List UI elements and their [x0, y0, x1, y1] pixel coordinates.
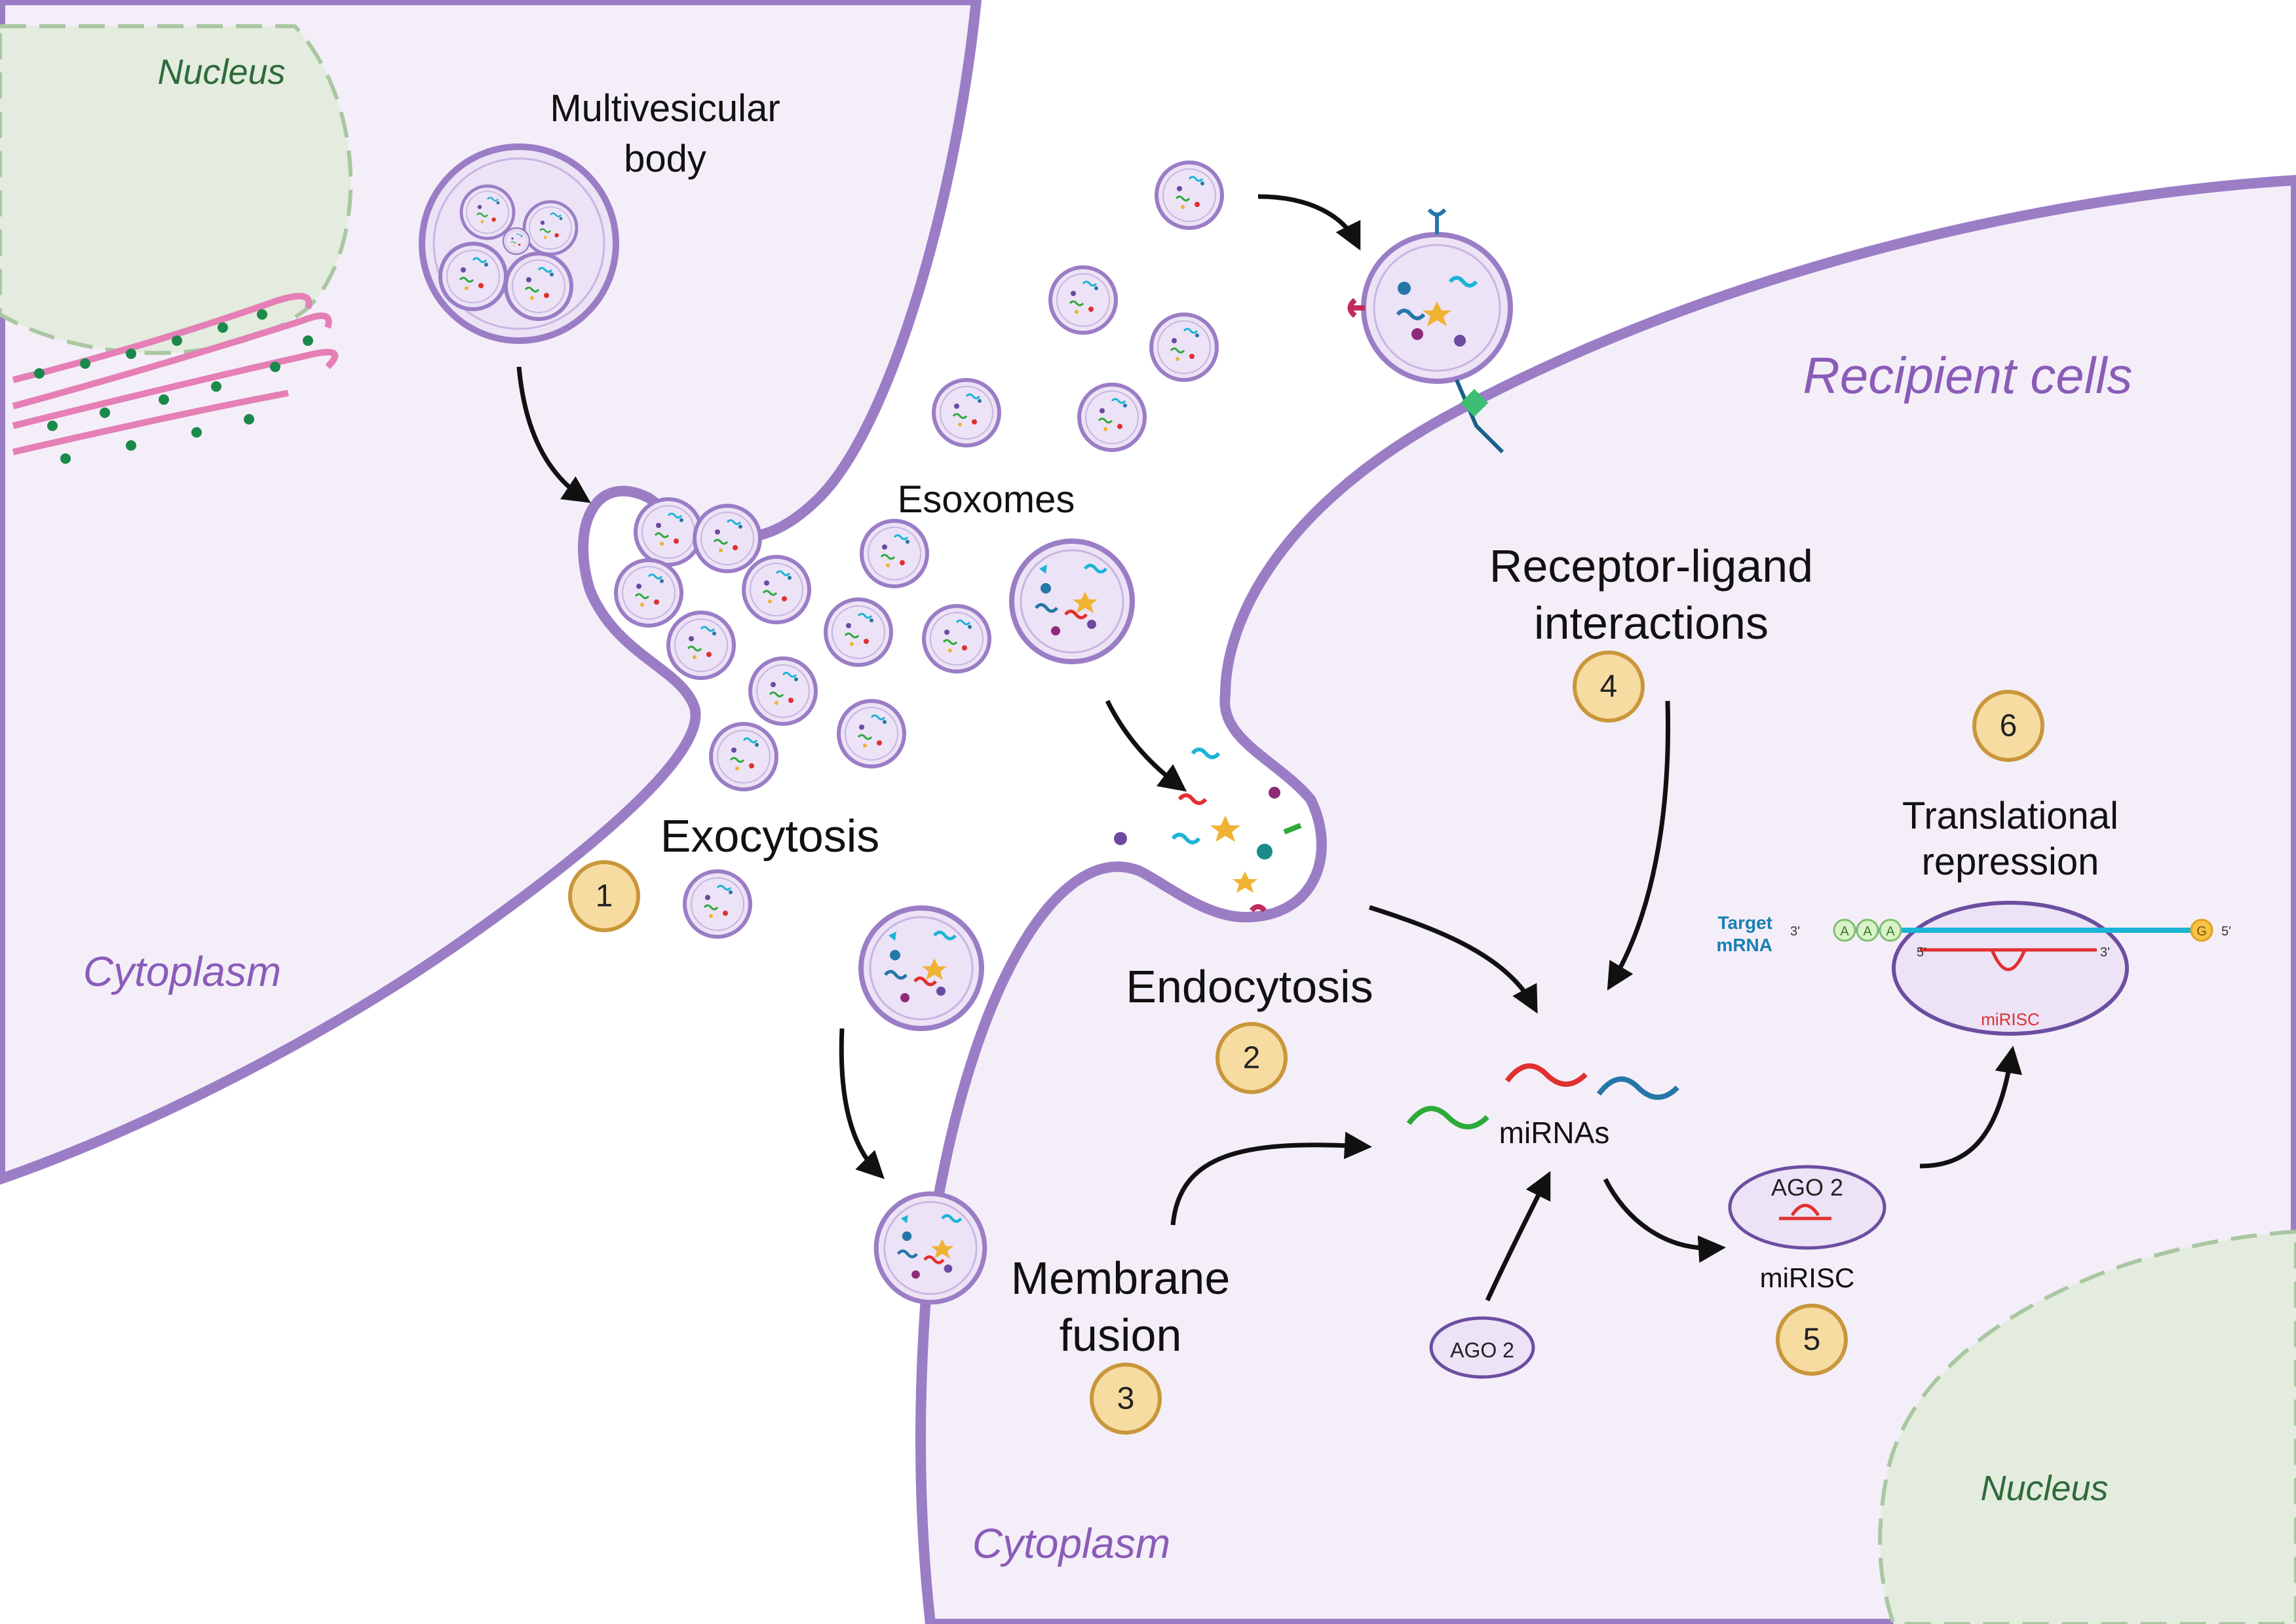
ago2-free-label: AGO 2	[1450, 1338, 1514, 1362]
mrna-three-prime: 3'	[1790, 924, 1800, 939]
step-1: 1	[568, 860, 640, 932]
cap-g: G	[2196, 924, 2207, 939]
translational-repression-label-1: Translational	[1902, 795, 2118, 837]
fusing-vesicle	[876, 1194, 985, 1302]
cytoplasm-bottom-label: Cytoplasm	[972, 1520, 1170, 1567]
exocytosis-label: Exocytosis	[660, 810, 880, 861]
target-mrna-label-2: mRNA	[1716, 935, 1772, 955]
ago2-complex-label: AGO 2	[1771, 1174, 1843, 1201]
step-5: 5	[1776, 1304, 1848, 1376]
mirisc-inner-label: miRISC	[1981, 1010, 2040, 1029]
ago2-complex: AGO 2	[1728, 1165, 1886, 1250]
mirisc-complex	[1833, 901, 2213, 1036]
esoxomes-label: Esoxomes	[898, 478, 1075, 521]
poly-a-1: A	[1840, 924, 1849, 939]
exocytosed-vesicle	[861, 908, 982, 1029]
mirisc-label: miRISC	[1760, 1262, 1855, 1293]
step-badges: 1 2 3 4 5 6	[568, 651, 2044, 1435]
endocytosis-label: Endocytosis	[1126, 961, 1373, 1012]
svg-text:1: 1	[596, 879, 613, 914]
receptor-ligand-label-2: interactions	[1534, 597, 1769, 649]
receptor-ligand-label-1: Receptor-ligand	[1489, 540, 1813, 592]
svg-text:5: 5	[1803, 1323, 1821, 1357]
ago2-free: AGO 2	[1429, 1316, 1535, 1379]
mirna-strands	[1406, 1063, 1679, 1129]
mrna-five-prime: 5'	[2221, 924, 2231, 939]
mirnas-label: miRNAs	[1499, 1116, 1610, 1150]
svg-text:6: 6	[2000, 709, 2018, 744]
multivesicular-body	[419, 143, 619, 344]
endoplasmic-reticulum	[12, 293, 339, 464]
step-4: 4	[1573, 651, 1645, 723]
membrane-fusion-label-1: Membrane	[1011, 1253, 1231, 1304]
exosome-large	[1012, 541, 1132, 662]
svg-text:4: 4	[1600, 670, 1618, 704]
multivesicular-body-label-1: Multivesicular	[550, 87, 780, 130]
recipient-cells-label: Recipient cells	[1803, 347, 2133, 404]
arrows	[516, 194, 2023, 1302]
mirna-three-prime: 3'	[2100, 945, 2110, 960]
step-6: 6	[1972, 690, 2044, 762]
endocytosis-cargo	[1114, 747, 1302, 913]
poly-a-2: A	[1863, 924, 1872, 939]
step-3: 3	[1090, 1363, 1162, 1435]
cytoplasm-left-label: Cytoplasm	[83, 948, 281, 995]
svg-text:3: 3	[1117, 1382, 1135, 1416]
poly-a-3: A	[1886, 924, 1895, 939]
nucleus-bottom-label: Nucleus	[1980, 1469, 2108, 1508]
nucleus-top-label: Nucleus	[157, 52, 285, 92]
mirna-five-prime: 5'	[1917, 945, 1926, 960]
free-vesicles	[934, 162, 1222, 450]
svg-text:2: 2	[1243, 1041, 1261, 1076]
nucleus-bottom	[1878, 1229, 2296, 1624]
receptor-bound-exosome	[1347, 208, 1513, 454]
translational-repression-label-2: repression	[1922, 840, 2099, 883]
step-2: 2	[1215, 1022, 1288, 1094]
membrane-fusion-label-2: fusion	[1060, 1310, 1182, 1361]
target-mrna-label-1: Target	[1718, 913, 1773, 933]
multivesicular-body-label-2: body	[624, 138, 706, 180]
